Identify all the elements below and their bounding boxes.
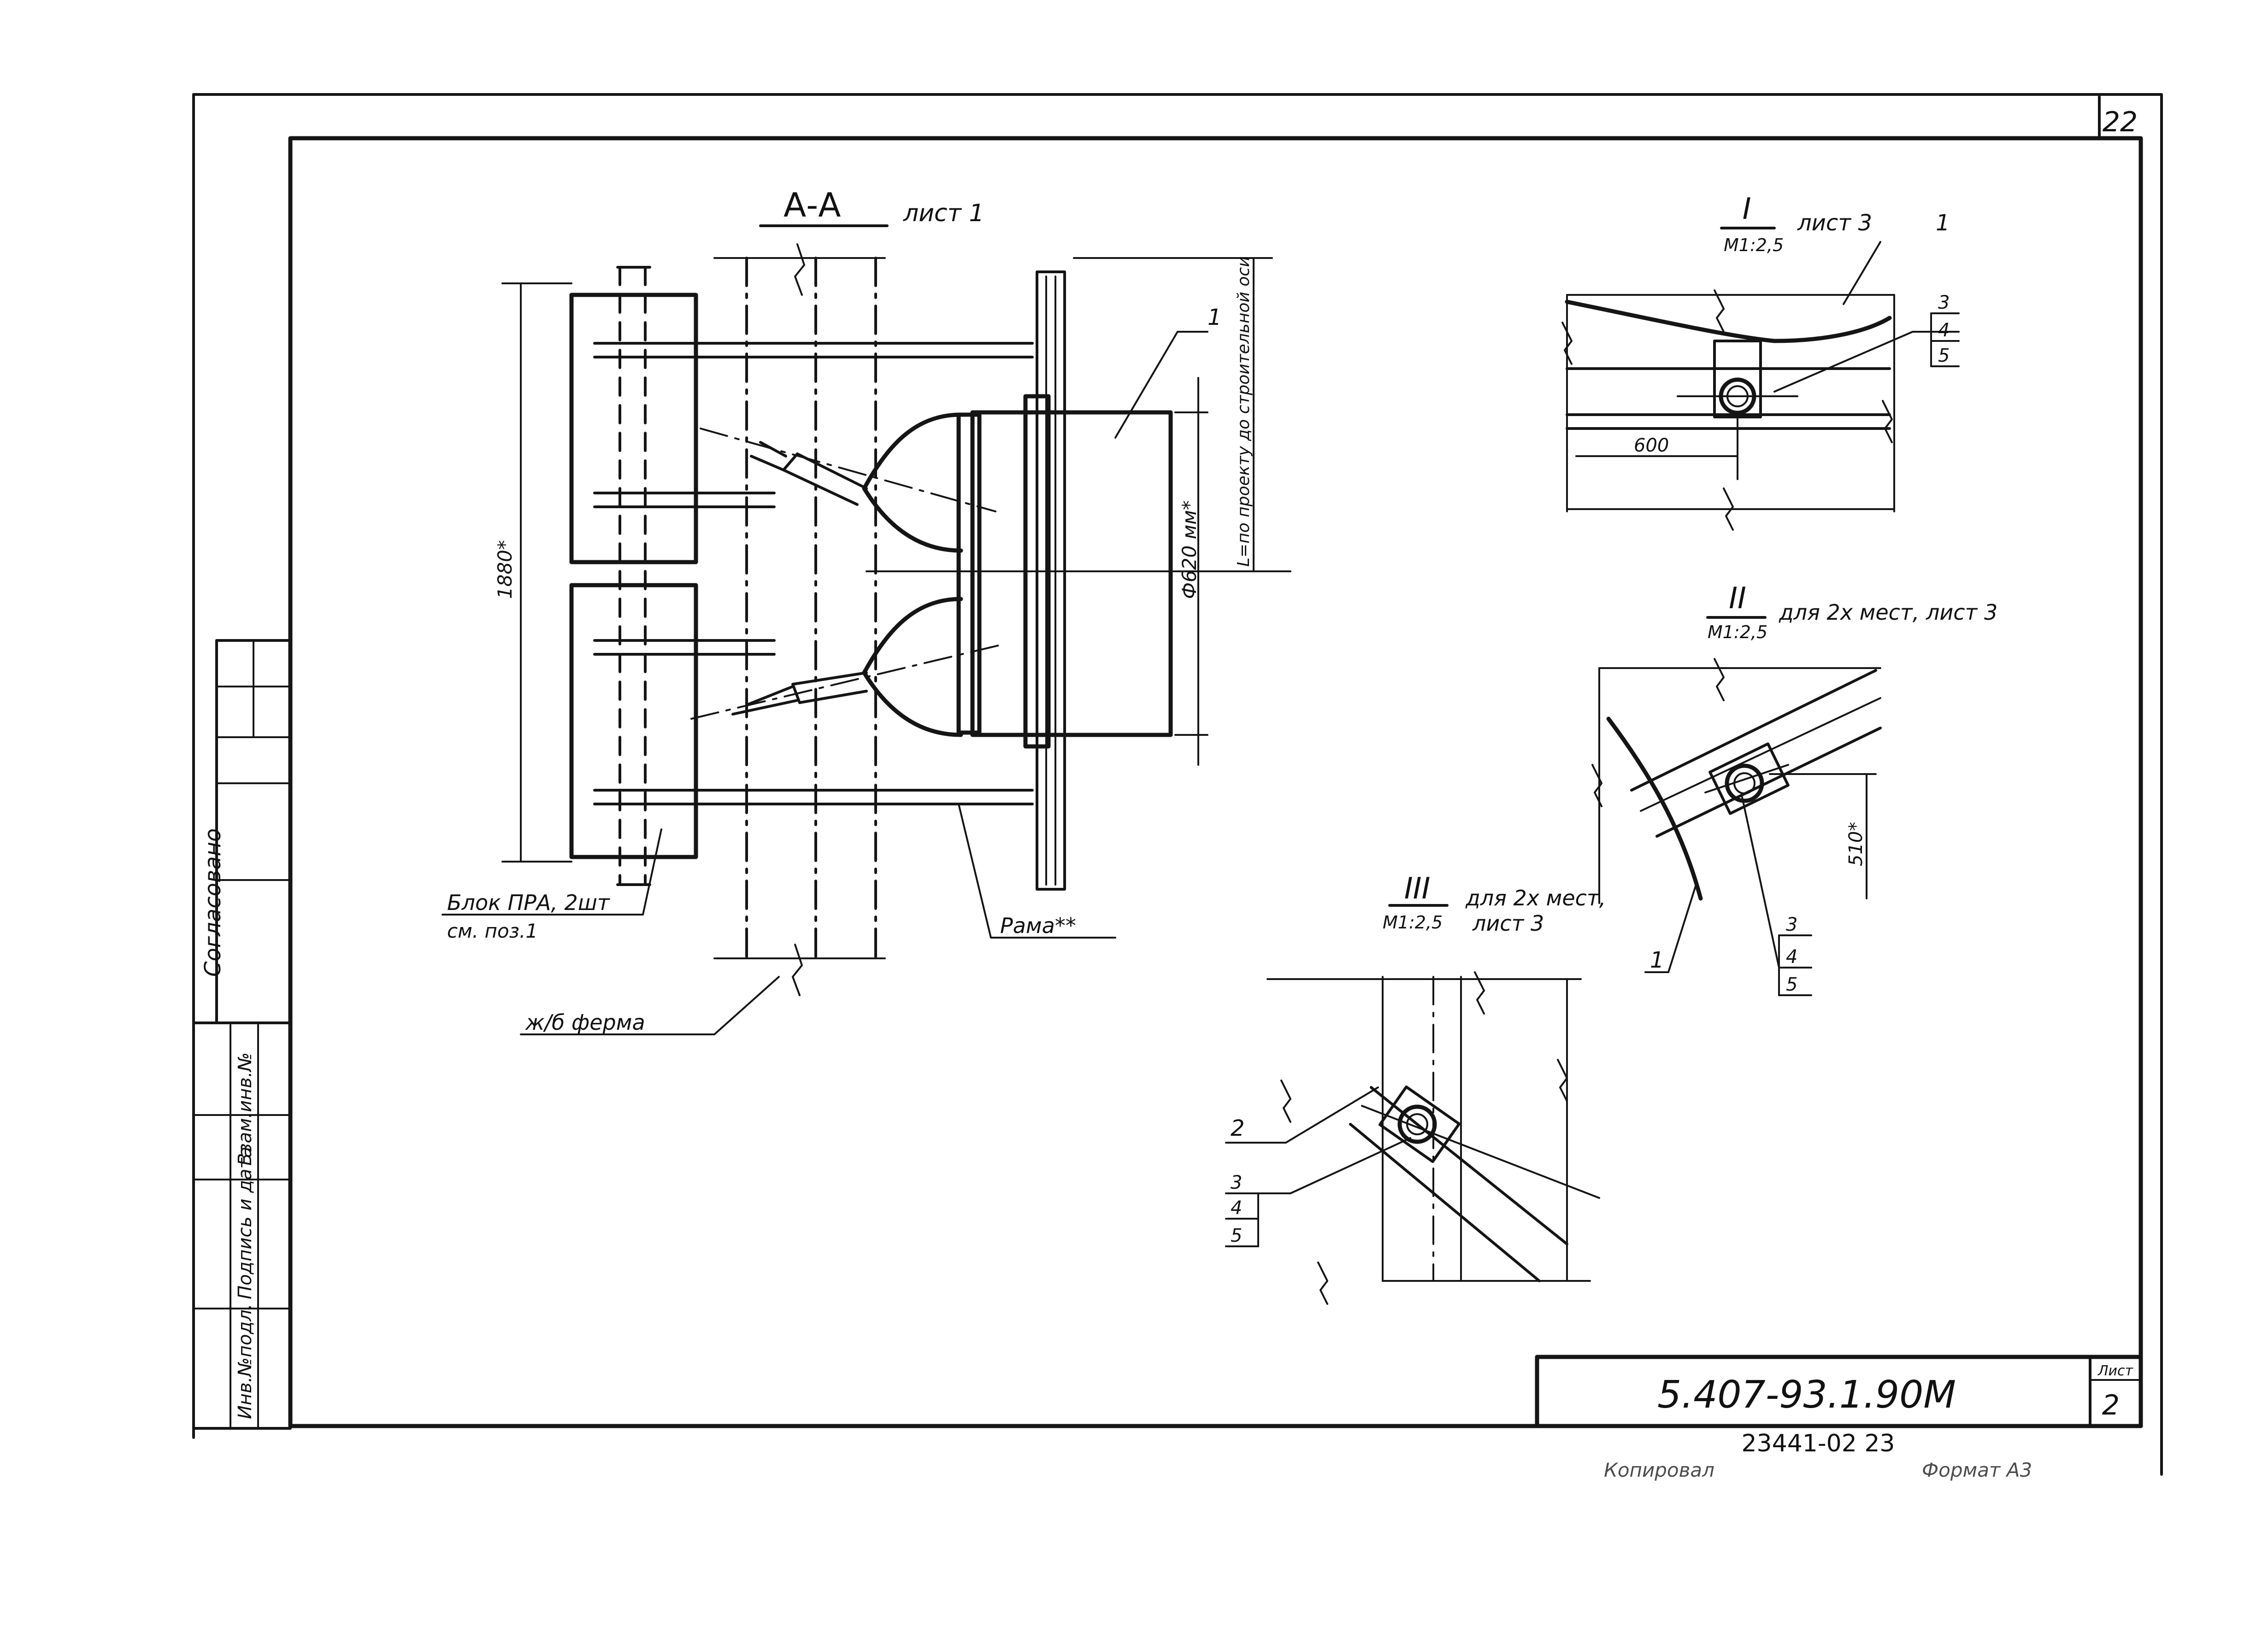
detail-3 (1225, 904, 1600, 1305)
detail-3-pos-2: 2 (1231, 1115, 1245, 1141)
detail-1-pos-3: 3 (1938, 292, 1950, 313)
detail-2-pos-5: 5 (1786, 974, 1797, 995)
view-aa-dim-diameter: Ф620 мм* (1178, 500, 1201, 599)
copy-label: Копировал (1604, 1459, 1714, 1481)
detail-2-scale: М1:2,5 (1708, 622, 1767, 642)
view-aa-dim-length: L=по проекту до строительной оси (1234, 256, 1253, 567)
stamp-col-inv: Инв.№подл. (235, 1303, 256, 1419)
detail-3-ref-1: для 2х мест, (1465, 886, 1606, 910)
label-truss: ж/б ферма (525, 1010, 645, 1035)
detail-1-ref: лист 3 (1797, 210, 1872, 236)
detail-1-dim: 600 (1634, 435, 1669, 456)
stamp-col-replace: Взам.инв.№ (235, 1052, 256, 1166)
detail-1-pos-4: 4 (1938, 320, 1950, 341)
label-pra-block: Блок ПРА, 2шт (447, 890, 610, 915)
detail-2-pos-3: 3 (1786, 914, 1797, 935)
format-label: Формат А3 (1922, 1459, 2032, 1481)
label-frame: Рама** (1000, 913, 1076, 938)
label-pra-block-ref: см. поз.1 (447, 920, 538, 942)
detail-1-pos-5: 5 (1938, 345, 1950, 366)
detail-2-dim: 510* (1845, 822, 1867, 866)
view-aa-pos-1: 1 (1208, 305, 1222, 330)
view-aa (442, 224, 1291, 1035)
detail-1-title: I (1743, 192, 1751, 226)
detail-1-pos-1: 1 (1936, 210, 1950, 236)
detail-3-pos-5: 5 (1231, 1225, 1242, 1246)
side-stamp (192, 639, 292, 1430)
detail-2-title: II (1729, 581, 1746, 616)
view-aa-dim-height: 1880* (494, 540, 516, 599)
title-block (1535, 1355, 2143, 1428)
view-aa-title: А-А (783, 186, 841, 224)
detail-2-pos-1: 1 (1650, 947, 1664, 973)
sheet-number: 2 (2102, 1389, 2120, 1421)
detail-3-pos-4: 4 (1231, 1197, 1242, 1219)
detail-2 (1591, 616, 1882, 996)
detail-1 (1561, 227, 1960, 531)
detail-3-title: III (1404, 872, 1431, 906)
detail-3-ref-2: лист 3 (1472, 911, 1544, 936)
detail-1-scale: М1:2,5 (1724, 235, 1784, 255)
detail-2-ref: для 2х мест, лист 3 (1779, 600, 1997, 625)
sheet-label: Лист (2097, 1363, 2134, 1379)
stamp-col-sign: Подпись и дата (235, 1147, 256, 1299)
corner-sheet-number: 22 (2103, 106, 2138, 138)
view-aa-sheet-ref: лист 1 (903, 200, 984, 227)
detail-3-scale: М1:2,5 (1383, 912, 1443, 933)
bottom-code: 23441-02 23 (1741, 1430, 1895, 1457)
detail-3-pos-3: 3 (1231, 1172, 1242, 1193)
drawing-code: 5.407-93.1.90М (1657, 1373, 1956, 1417)
detail-2-pos-4: 4 (1786, 946, 1797, 968)
stamp-agreed-label: Согласовано (200, 828, 226, 977)
